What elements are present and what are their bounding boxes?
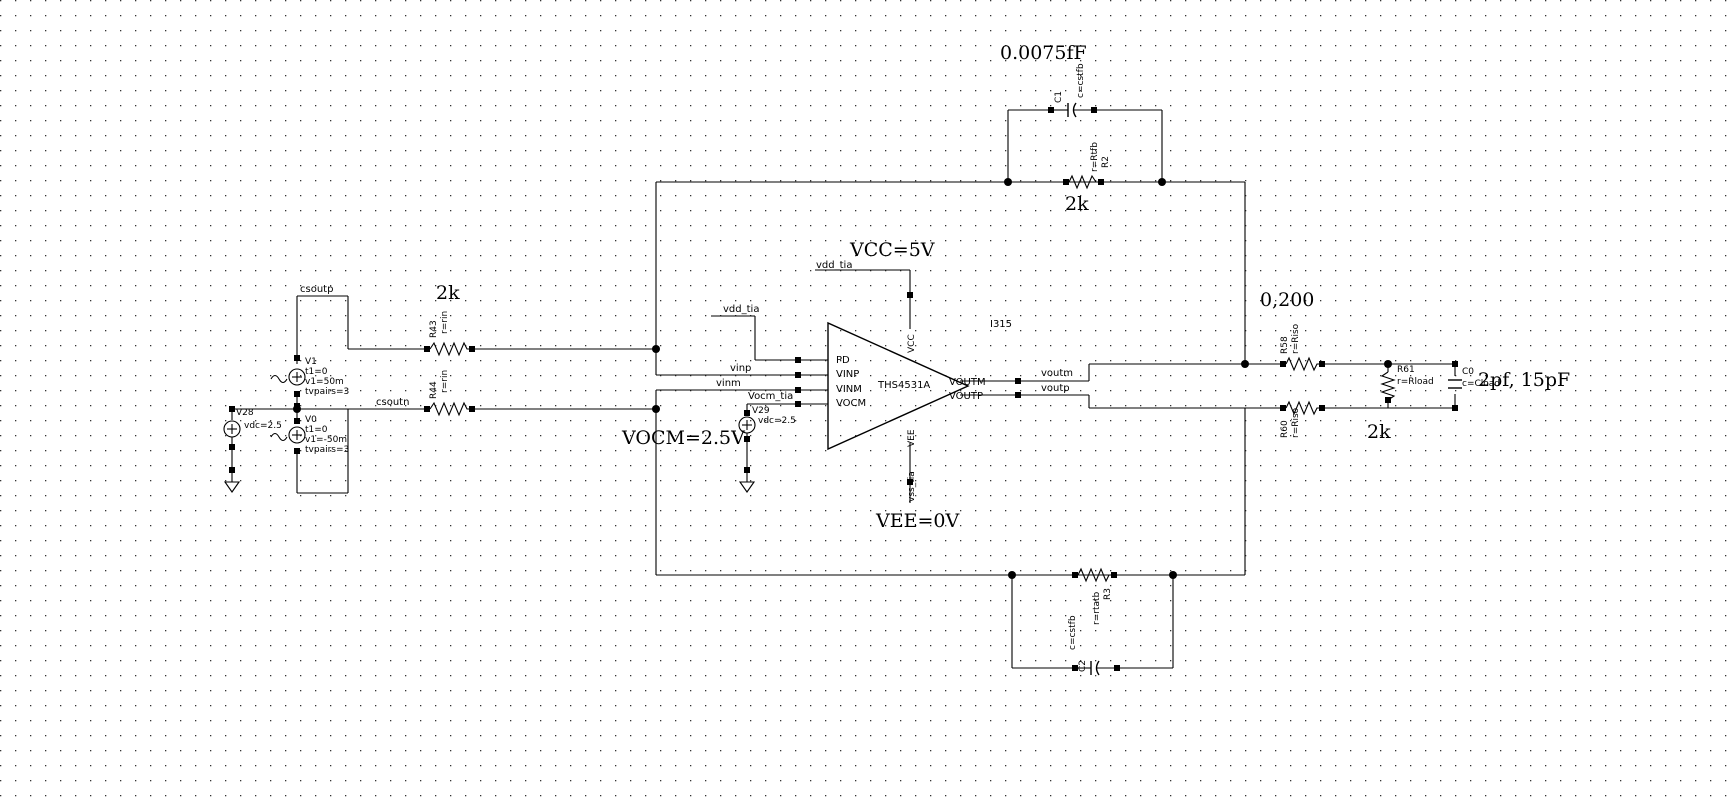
r61-name: R61: [1397, 365, 1415, 375]
r2-param: r=Rtfb: [1090, 142, 1100, 172]
pin-label-pd: PD: [836, 355, 850, 366]
label-cap-value: 0.0075fF: [1000, 42, 1087, 64]
v1-name: V1: [305, 357, 317, 367]
net-vdd-tia-top: vdd_tia: [816, 260, 852, 271]
c0-param: c=Cload: [1462, 379, 1500, 389]
label-riso-value: 0,200: [1260, 289, 1314, 311]
resistor-r58[interactable]: R58 r=Riso: [1280, 323, 1325, 372]
label-rload-value: 2k: [1367, 421, 1391, 443]
v1-p1: t1=0: [305, 367, 328, 377]
v0-p2: v1=-50m: [305, 435, 347, 445]
pin-label-vcc: VCC: [907, 334, 917, 353]
pin-label-voutp: VOUTP: [949, 391, 983, 402]
label-rf-value: 2k: [1065, 193, 1089, 215]
net-vdd-tia-pd: vdd_tia: [723, 304, 759, 315]
r43-name: R43: [429, 320, 439, 338]
r60-param: r=Riso: [1291, 407, 1301, 438]
label-vcc: VCC=5V: [849, 239, 935, 261]
dc-source-v28[interactable]: V28 vdc=2.5: [223, 406, 282, 493]
source-join-wiring: [232, 397, 301, 418]
pulse-source-v1[interactable]: V1 t1=0 v1=50m tvpairs=3: [270, 296, 349, 397]
label-vee: VEE=0V: [875, 510, 959, 532]
opamp-instance: I315: [990, 319, 1012, 330]
r44-name: R44: [429, 381, 439, 399]
net-vinm: vinm: [716, 378, 741, 389]
label-cload-value: 2pf, 15pF: [1478, 369, 1570, 391]
c1-param: c=cstfb: [1076, 63, 1086, 98]
opamp-ths4531a[interactable]: PD VINP VINM VOCM THS4531A VOUTM VOUTP V…: [795, 292, 1021, 485]
v29-name: V29: [752, 406, 770, 416]
r60-name: R60: [1280, 420, 1290, 438]
opamp-wiring: [655, 269, 911, 503]
pin-label-vinp: VINP: [836, 369, 859, 380]
v0-p1: t1=0: [305, 425, 328, 435]
input-wiring: [297, 295, 660, 494]
feedback-bottom: [655, 405, 1246, 669]
pin-label-vee: VEE: [907, 429, 917, 447]
resistor-r60[interactable]: R60 r=Riso: [1280, 400, 1325, 438]
c0-name: C0: [1462, 367, 1474, 377]
pin-label-vinm: VINM: [836, 384, 862, 395]
net-vocm-tia: Vocm_tia: [748, 391, 793, 402]
r43-param: r=rin: [440, 311, 450, 334]
label-rin-value: 2k: [436, 282, 460, 304]
v1-p2: v1=50m: [305, 377, 344, 387]
r58-name: R58: [1280, 336, 1290, 354]
pin-label-vocm: VOCM: [836, 398, 866, 409]
capacitor-c1[interactable]: C1 c=cstfb: [1048, 63, 1097, 118]
dc-source-v29[interactable]: V29 vdc=2.5: [738, 406, 796, 493]
v0-p3: tvpairs=3: [305, 445, 349, 455]
r44-param: r=rin: [440, 370, 450, 393]
resistor-r43[interactable]: R43 r=rin: [424, 311, 475, 357]
r2-name: R2: [1101, 156, 1111, 168]
resistor-r2[interactable]: r=Rtfb R2: [1008, 142, 1162, 190]
c2-name: C2: [1078, 660, 1088, 672]
opamp-part-name: THS4531A: [877, 380, 930, 391]
net-voutp: voutp: [1041, 383, 1070, 394]
net-csoutp: csoutp: [300, 284, 333, 295]
v0-name: V0: [305, 415, 317, 425]
resistor-r44[interactable]: R44 r=rin: [424, 370, 475, 417]
r61-param: r=Rload: [1397, 377, 1434, 387]
net-vinp: vinp: [730, 363, 751, 374]
net-vss-tia: vss_tia: [907, 471, 917, 502]
c1-name: C1: [1054, 91, 1064, 103]
r3-name: R3: [1103, 588, 1113, 600]
v28-param: vdc=2.5: [244, 421, 282, 431]
r3-param: r=rtatb: [1092, 591, 1102, 625]
c2-param: c=cstfb: [1068, 615, 1078, 650]
capacitor-c0[interactable]: C0 c=Cload: [1448, 361, 1500, 411]
label-vocm: VOCM=2.5V: [621, 427, 745, 449]
net-voutm: voutm: [1041, 368, 1073, 379]
v1-p3: tvpairs=3: [305, 387, 349, 397]
pin-label-voutm: VOUTM: [949, 377, 986, 388]
r58-param: r=Riso: [1291, 323, 1301, 354]
v28-name: V28: [236, 408, 254, 418]
capacitor-c2[interactable]: C2 c=cstfb: [1068, 615, 1120, 676]
v29-param: vdc=2.5: [758, 416, 796, 426]
resistor-r61[interactable]: R61 r=Rload: [1380, 361, 1434, 403]
net-csoutn: csoutn: [376, 397, 409, 408]
resistor-r3[interactable]: r=rtatb R3: [1072, 567, 1117, 625]
